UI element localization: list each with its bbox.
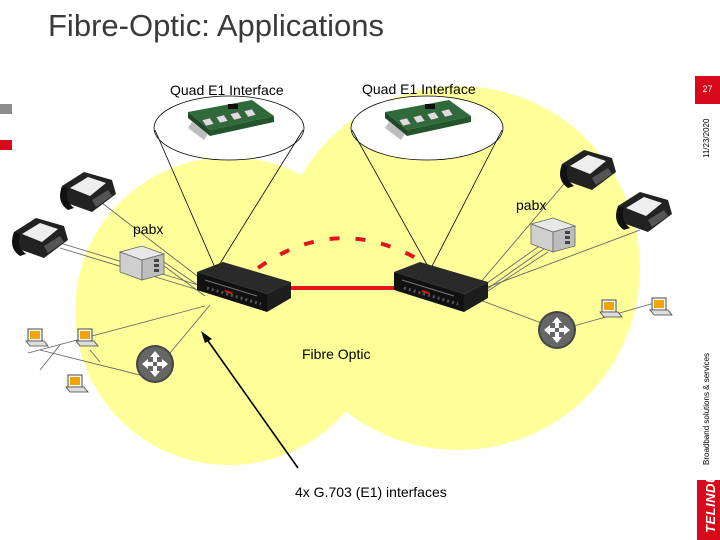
left-phone-1-icon — [60, 172, 116, 212]
interfaces-label: 4x G.703 (E1) interfaces — [295, 484, 447, 500]
laptop-1-icon — [25, 328, 49, 347]
logo-badge — [697, 480, 720, 540]
slide-date: 11/23/2020 — [702, 118, 711, 158]
laptop-5-icon — [649, 297, 673, 316]
right-pabx-label: pabx — [516, 197, 547, 213]
page-number: 27 — [702, 84, 713, 94]
right-router-icon — [538, 311, 576, 349]
slide-title: Fibre-Optic: Applications — [48, 8, 384, 43]
fibre-dashed-link — [256, 236, 430, 270]
left-pabx-label: pabx — [133, 221, 164, 237]
right-sidebar — [695, 75, 720, 540]
interfaces-pointer-arrow — [201, 331, 299, 469]
right-site-zone — [276, 86, 640, 450]
laptop-3-icon — [65, 374, 89, 393]
company-tagline: Broadband solutions & services — [702, 352, 711, 465]
page-number-badge — [695, 76, 720, 104]
telindus-logo: TELINDUS — [703, 464, 718, 533]
slide-marker-red — [0, 140, 12, 150]
left-card-label: Quad E1 Interface — [170, 82, 284, 98]
network-diagram — [12, 86, 673, 469]
left-phone-2-icon — [12, 218, 68, 258]
right-card-label: Quad E1 Interface — [362, 81, 476, 97]
slide-marker-grey — [0, 104, 12, 114]
left-router-icon — [136, 345, 174, 383]
fibre-optic-label: Fibre Optic — [302, 346, 371, 362]
